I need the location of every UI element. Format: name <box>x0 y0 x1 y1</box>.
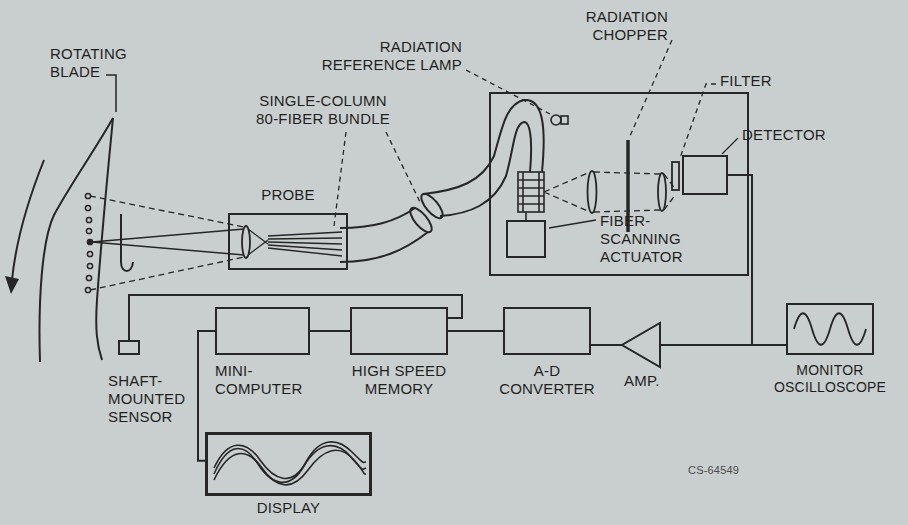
bundle-tube <box>340 232 428 262</box>
leader-line <box>334 132 346 226</box>
leader-line <box>106 75 116 112</box>
filter <box>672 162 679 190</box>
part-label: ROTATING BLADE <box>50 45 140 81</box>
spot <box>87 239 92 244</box>
spot <box>86 228 91 233</box>
display-traces <box>214 442 366 485</box>
oscilloscope-box: MONITOR OSCILLOSCOPE <box>786 303 874 355</box>
holder-bars <box>518 172 544 220</box>
detector-box: DETECTOR <box>682 155 728 195</box>
rotation-arrow <box>12 160 44 280</box>
converter-box: A-D CONVERTER <box>503 307 591 355</box>
signal-wire <box>129 295 462 340</box>
leader-line <box>466 70 550 114</box>
amplifier-symbol: AMP. <box>622 322 660 368</box>
leader-line <box>549 220 596 228</box>
actuator-box: FIBER- SCANNING ACTUATOR <box>506 220 546 258</box>
fiber-lines <box>268 232 342 256</box>
blade-edge <box>40 118 113 362</box>
spot <box>85 205 90 210</box>
blade-edge <box>96 118 113 360</box>
bundle-end <box>407 205 435 236</box>
node-label: A-D CONVERTER <box>497 362 597 398</box>
signal-wire <box>728 175 786 345</box>
lens <box>242 226 250 258</box>
node-label: DISPLAY <box>205 499 372 517</box>
reference-lamp <box>551 115 568 125</box>
oscilloscope-trace <box>794 313 866 345</box>
display-trace <box>214 450 366 485</box>
blade-hook <box>121 214 133 271</box>
node-label: PROBE <box>228 186 348 204</box>
leader-line <box>630 40 672 136</box>
part-label: RADIATION CHOPPER <box>568 8 668 44</box>
arrowhead <box>5 276 19 294</box>
leader-line <box>680 84 716 158</box>
rotating-blade <box>12 75 133 362</box>
node-label: SHAFT- MOUNTED SENSOR <box>108 372 193 426</box>
lens <box>658 173 666 211</box>
lens <box>588 171 597 213</box>
part-label: SINGLE-COLUMN 80-FIBER BUNDLE <box>250 92 396 128</box>
node-label: MINI- COMPUTER <box>215 362 315 398</box>
display-trace <box>214 442 366 479</box>
lamp-bulb <box>551 115 561 125</box>
part-label: FILTER <box>720 72 772 90</box>
display-box: DISPLAY <box>205 432 372 496</box>
ray-line <box>544 172 676 212</box>
holder-frame <box>518 172 544 212</box>
node-label: FIBER- SCANNING ACTUATOR <box>600 212 700 266</box>
spot <box>87 263 92 268</box>
part-label: RADIATION REFERENCE LAMP <box>312 38 462 74</box>
fiber-holder <box>518 172 544 220</box>
spot <box>85 193 90 198</box>
amplifier-outline <box>622 322 660 368</box>
node-label: DETECTOR <box>742 126 826 144</box>
memory-box: HIGH SPEED MEMORY <box>350 307 448 355</box>
spot <box>87 251 92 256</box>
lamp-base <box>561 116 568 124</box>
signal-wire <box>310 330 350 332</box>
target-spots <box>85 193 92 292</box>
computer-box: MINI- COMPUTER <box>215 307 310 355</box>
figure-number: CS-64549 <box>688 464 739 477</box>
leader-line <box>722 138 738 154</box>
spot <box>86 217 91 222</box>
signal-wire <box>591 344 622 346</box>
spot <box>85 287 90 292</box>
bundle-tube <box>340 208 415 228</box>
leader-line <box>386 132 420 202</box>
view-line <box>90 196 244 290</box>
node-label: HIGH SPEED MEMORY <box>344 362 454 398</box>
node-label: MONITOR OSCILLOSCOPE <box>768 362 892 396</box>
amplifier-triangle <box>622 323 660 367</box>
signal-wire <box>448 330 503 332</box>
node-label: AMP. <box>624 372 660 390</box>
probe-optics <box>90 196 342 290</box>
housing <box>490 93 748 275</box>
spot <box>86 275 91 280</box>
sensor-box: SHAFT- MOUNTED SENSOR <box>118 340 140 355</box>
probe-box: PROBE <box>228 213 348 270</box>
